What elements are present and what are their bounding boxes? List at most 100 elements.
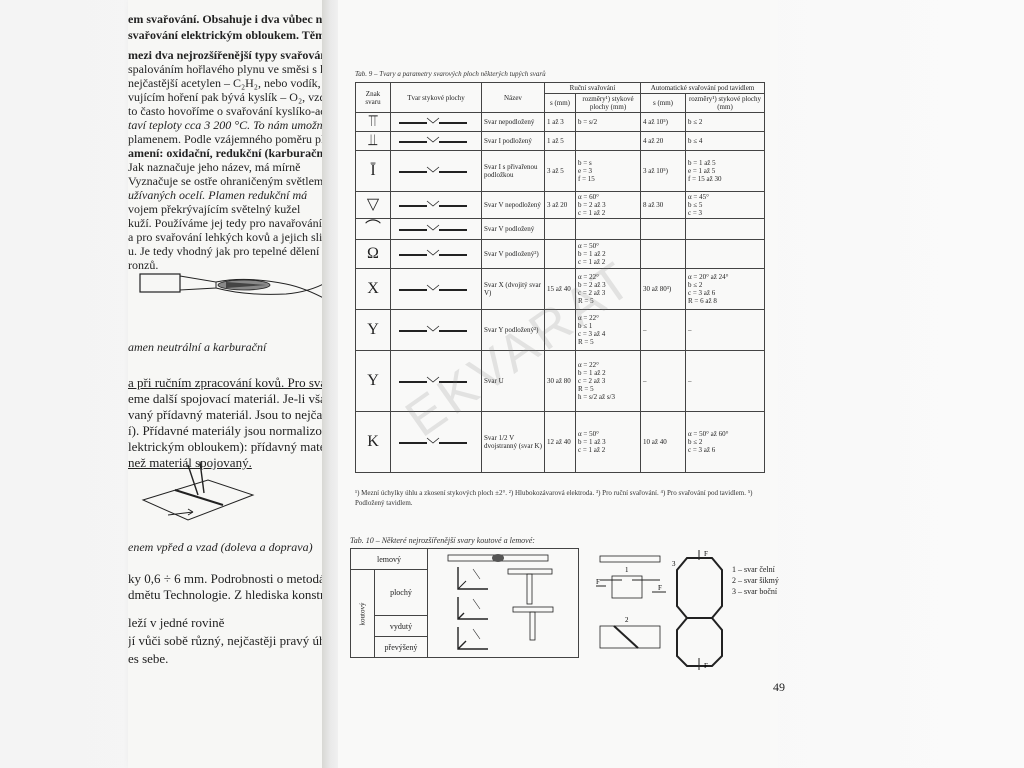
table9-cell-roz_a: – <box>685 350 765 412</box>
left-page-line: dmětu Technologie. Z hlediska konstrukce <box>128 587 328 602</box>
t10-force-left: F <box>596 578 600 586</box>
t10-label-2: 2 <box>625 616 629 624</box>
left-page-line: Vyznačuje se ostře ohraničeným světlem <box>128 174 324 188</box>
table9-cell-s_r <box>544 218 576 240</box>
table10: lemový kout <box>350 548 579 658</box>
legend-item-2: 2 – svar šikmý <box>732 576 779 585</box>
table9-cell-s_r: 15 až 40 <box>544 268 576 310</box>
table9-cell-sym: Ω <box>355 239 391 269</box>
table9-cell-sym: ▽ <box>355 191 391 219</box>
left-page-line: es sebe. <box>128 651 169 666</box>
t10-group-koutovy: koutový <box>350 569 375 658</box>
left-page-line: a při ručním zpracování kovů. Pro svařov… <box>128 375 328 390</box>
table9-cell-s_a: 8 až 30 <box>640 191 686 219</box>
table9-cell-s_a: 4 až 20 <box>640 131 686 151</box>
left-page-line: taví teploty cca 3 200 °C. To nám umožní <box>128 118 327 132</box>
table9-cell-s_a: 10 až 40 <box>640 411 686 473</box>
left-page-line: mezi dva nejrozšířenější typy svařování <box>128 48 328 62</box>
left-page-line: enem vpřed a vzad (doleva a doprava) <box>128 540 313 554</box>
left-page-line: kuží. Používáme jej tedy pro navařování <box>128 216 322 230</box>
joint-profile-drawing <box>399 325 467 332</box>
table9-cell-roz_a: α = 20° až 24° b ≤ 2 c = 3 až 6 R = 6 až… <box>685 268 765 310</box>
lap-joint-drawings: F F 1 2 F F 3 <box>596 550 723 670</box>
table9-cell-nazev: Svar 1/2 V dvojstranný (svar K) <box>481 411 545 473</box>
left-page: em svařování. Obsahuje i dva vůbec nejro… <box>128 0 328 768</box>
table9-cell-roz_a: b ≤ 4 <box>685 131 765 151</box>
table9-cell-nazev: Svar X (dvojitý svar V) <box>481 268 545 310</box>
table9-cell-roz_r: α = 50° b = 1 až 3 c = 1 až 2 <box>575 411 641 473</box>
joint-profile-drawing <box>399 136 467 143</box>
table9-cell-s_r <box>544 239 576 269</box>
left-page-line: amen neutrální a karburační <box>128 340 267 354</box>
table9-cell-sym: Ī <box>355 150 391 192</box>
table10-caption: Tab. 10 – Některé nejrozšířenější svary … <box>350 536 535 545</box>
table9-cell-drawing <box>390 309 482 351</box>
left-page-line: jí vůči sobě různý, nejčastěji pravý úhe… <box>128 633 328 648</box>
table9-cell-roz_a: α = 45° b ≤ 5 c = 3 <box>685 191 765 219</box>
left-page-line: plamenem. Podle vzájemného poměru plynů <box>128 132 328 146</box>
table9-cell-sym: X <box>355 268 391 310</box>
joint-profile-drawing <box>399 249 467 256</box>
table9-cell-s_r: 3 až 5 <box>544 150 576 192</box>
t10-force-top: F <box>704 550 708 558</box>
table9-caption: Tab. 9 – Tvary a parametry svarových plo… <box>355 70 546 78</box>
header-tvar: Tvar stykové plochy <box>390 82 482 113</box>
left-page-line: eme další spojovací materiál. Je-li však <box>128 391 328 406</box>
t10-row-prevyseny: převýšený <box>373 636 429 658</box>
joint-profile-drawing <box>399 376 467 383</box>
table9-cell-nazev: Svar nepodložený <box>481 112 545 132</box>
t10-row-lemovy: lemový <box>350 548 428 570</box>
table9-cell-roz_r: α = 60° b = 2 až 3 c = 1 až 2 <box>575 191 641 219</box>
header-nazev: Název <box>481 82 545 113</box>
table9-cell-drawing <box>390 411 482 473</box>
header-auto: Automatické svařování pod tavidlem <box>640 82 765 94</box>
header-rozmery-rucni: rozměry¹) stykové plochy (mm) <box>575 93 641 113</box>
joint-profile-drawing <box>399 224 467 231</box>
table9-cell-s_a: – <box>640 309 686 351</box>
legend-item-1: 1 – svar čelní <box>732 565 775 574</box>
table10-legend: 1 – svar čelní 2 – svar šikmý 3 – svar b… <box>732 564 779 597</box>
table9-cell-s_r: 12 až 40 <box>544 411 576 473</box>
table9-cell-roz_r: α = 22° b = 2 až 3 c = 2 až 3 R = 5 <box>575 268 641 310</box>
left-page-line: nejčastější acetylen – C₂H₂, nebo vodík,… <box>128 76 328 90</box>
left-page-line: leží v jedné rovině <box>128 615 225 630</box>
table9-cell-sym: ⫪ <box>355 112 391 132</box>
left-page-line: lektrickým obloukem): přídavný materiál <box>128 439 328 454</box>
table9-cell-roz_a: – <box>685 309 765 351</box>
page-number: 49 <box>773 680 785 694</box>
table9-cell-roz_r <box>575 218 641 240</box>
joint-profile-drawing <box>399 117 467 124</box>
left-page-line: svařování elektrickým obloukem. Těm bude… <box>128 28 328 42</box>
table9-cell-s_a: 3 až 10⁵) <box>640 150 686 192</box>
table9-cell-roz_a <box>685 218 765 240</box>
table9-cell-drawing <box>390 112 482 132</box>
table9-cell-sym: Y <box>355 350 391 412</box>
table9-cell-drawing <box>390 191 482 219</box>
header-rozmery-auto: rozměry¹) stykové plochy (mm) <box>685 93 765 113</box>
table9: Znak svaru Tvar stykové plochy Název Ruč… <box>355 82 765 473</box>
table9-cell-sym: Y <box>355 309 391 351</box>
header-s-rucni: s (mm) <box>544 93 576 113</box>
table9-cell-drawing <box>390 218 482 240</box>
t10-force-right: F <box>658 584 662 592</box>
table9-cell-drawing <box>390 268 482 310</box>
left-page-line: než materiál spojovaný. <box>128 455 252 470</box>
table9-cell-sym: ⫫ <box>355 131 391 151</box>
left-page-line: u. Je tedy vhodný jak pro tepelné dělení… <box>128 244 328 258</box>
table9-cell-s_r: 1 až 5 <box>544 131 576 151</box>
left-page-line: Jak naznačuje jeho název, má mírně <box>128 160 301 174</box>
joint-profile-drawing <box>399 284 467 291</box>
left-page-line: ronzů. <box>128 258 159 272</box>
table9-cell-s_r: 3 až 20 <box>544 191 576 219</box>
t10-label-1: 1 <box>625 566 629 574</box>
table9-cell-nazev: Svar I s přivařenou podložkou <box>481 150 545 192</box>
left-page-line: ky 0,6 ÷ 6 mm. Podrobnosti o metodách <box>128 571 328 586</box>
left-page-line: spalováním hořlavého plynu ve směsi s ky… <box>128 62 328 76</box>
